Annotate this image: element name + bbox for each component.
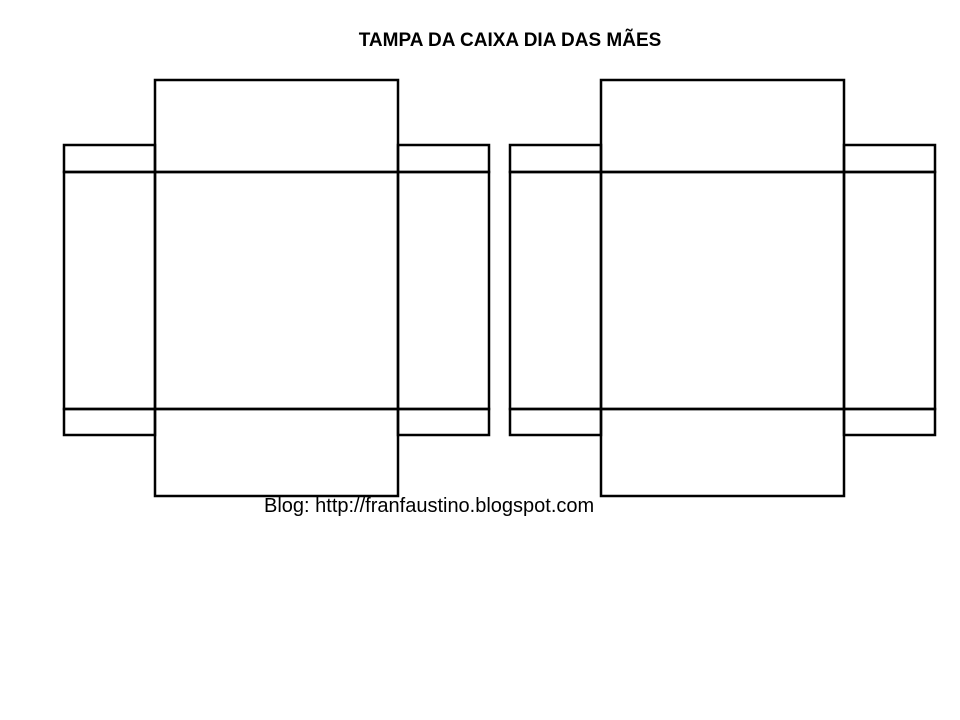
left-lower-tab <box>62 407 157 437</box>
blog-caption: Blog: http://franfaustino.blogspot.com <box>264 495 595 517</box>
left-lower-tab <box>508 407 603 437</box>
center-panel <box>599 170 846 411</box>
left-side-panel <box>62 170 157 411</box>
right-lower-tab <box>396 407 491 437</box>
right-lower-tab <box>842 407 937 437</box>
box-lid-template-left <box>62 78 491 498</box>
page-title: TAMPA DA CAIXA DIA DAS MÃES <box>358 30 662 51</box>
center-panel <box>153 170 400 411</box>
bottom-flap <box>153 407 400 498</box>
top-flap <box>599 78 846 174</box>
right-side-panel <box>842 170 937 411</box>
left-side-panel <box>508 170 603 411</box>
right-side-panel <box>396 170 491 411</box>
left-upper-tab <box>62 143 157 174</box>
left-upper-tab <box>508 143 603 174</box>
top-flap <box>153 78 400 174</box>
bottom-flap <box>599 407 846 498</box>
right-upper-tab <box>396 143 491 174</box>
box-lid-template-right <box>508 78 937 498</box>
right-upper-tab <box>842 143 937 174</box>
